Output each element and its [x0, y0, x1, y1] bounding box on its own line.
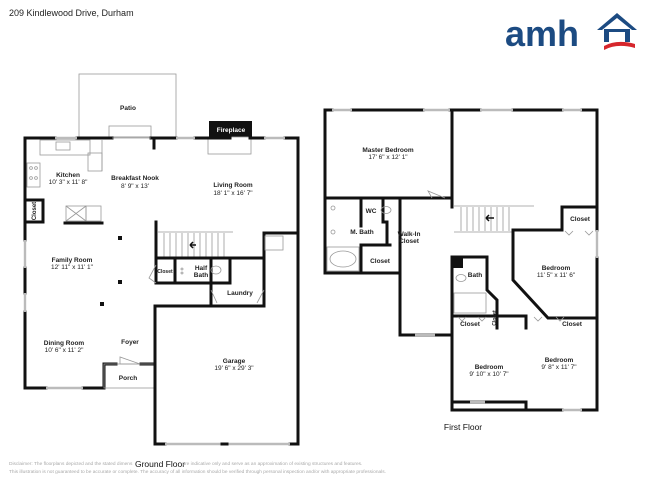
room-label-closet-bed3: Closet — [460, 321, 481, 328]
room-label-foyer: Foyer — [121, 339, 139, 346]
hearth — [207, 136, 252, 155]
disclaimer-line-2: This illustration is not guaranteed to b… — [9, 470, 386, 475]
amh-logo: amh — [505, 13, 637, 53]
room-label-closet-upper-right: Closet — [570, 216, 591, 223]
room-size-dining-room: 10' 6" x 11' 2" — [45, 347, 84, 354]
first-floor-title: First Floor — [444, 422, 482, 432]
ground-floor-plan — [23, 73, 300, 446]
room-label-garage: Garage — [223, 358, 246, 365]
room-label-bedroom-2: Bedroom — [542, 265, 571, 272]
room-label-closet-bath-side: Closet — [492, 310, 498, 326]
room-label-master-closet: Closet — [370, 258, 391, 265]
room-label-bedroom-3: Bedroom — [475, 364, 504, 371]
room-label-laundry: Laundry — [227, 290, 253, 297]
room-label-closet-left: Closet — [32, 202, 38, 220]
room-size-master-bedroom: 17' 6" x 12' 1" — [368, 154, 408, 161]
room-label-patio: Patio — [120, 105, 136, 112]
room-label-porch: Porch — [119, 375, 137, 382]
room-size-breakfast-nook: 8' 9" x 13' — [121, 183, 149, 190]
swoosh-icon — [604, 41, 635, 50]
logo-text: amh — [505, 13, 579, 53]
property-address: 209 Kindlewood Drive, Durham — [9, 8, 134, 18]
room-label-m-bath: M. Bath — [350, 229, 374, 236]
room-size-bedroom-3: 9' 10" x 10' 7" — [469, 371, 509, 378]
room-label-breakfast-nook: Breakfast Nook — [111, 175, 159, 182]
disclaimer-line-1: Disclaimer: The floorplans depicted and … — [9, 462, 363, 467]
room-label-master-bedroom: Master Bedroom — [362, 147, 414, 154]
ground-floor-title: Ground Floor — [135, 459, 185, 469]
room-label-closet-stair: Closet — [157, 269, 173, 275]
room-label-closet-bed4: Closet — [562, 321, 583, 328]
room-label-bath: Bath — [468, 272, 482, 279]
room-size-living-room: 18' 1" x 16' 7" — [213, 190, 253, 197]
fireplace-block — [209, 121, 252, 137]
room-label-bedroom-4: Bedroom — [545, 357, 574, 364]
room-size-bedroom-2: 11' 5" x 11' 6" — [537, 272, 576, 279]
house-icon — [597, 13, 637, 42]
room-label-fireplace: Fireplace — [217, 127, 246, 134]
room-label-kitchen: Kitchen — [56, 172, 80, 179]
room-label-family-room: Family Room — [52, 257, 93, 264]
room-label-wc: WC — [366, 208, 377, 215]
room-size-kitchen: 10' 3" x 11' 8" — [49, 179, 88, 186]
room-size-bedroom-4: 9' 8" x 11' 7" — [541, 364, 577, 371]
room-label-living-room: Living Room — [213, 182, 253, 189]
room-size-family-room: 12' 11" x 11' 1" — [51, 264, 94, 271]
room-size-garage: 19' 6" x 29' 3" — [214, 365, 254, 372]
room-label-dining-room: Dining Room — [44, 340, 85, 347]
patio-step — [108, 125, 152, 138]
stair-arrow-icon — [189, 241, 196, 249]
stair-arrow-icon — [485, 214, 494, 222]
first-floor-plan — [323, 108, 599, 412]
